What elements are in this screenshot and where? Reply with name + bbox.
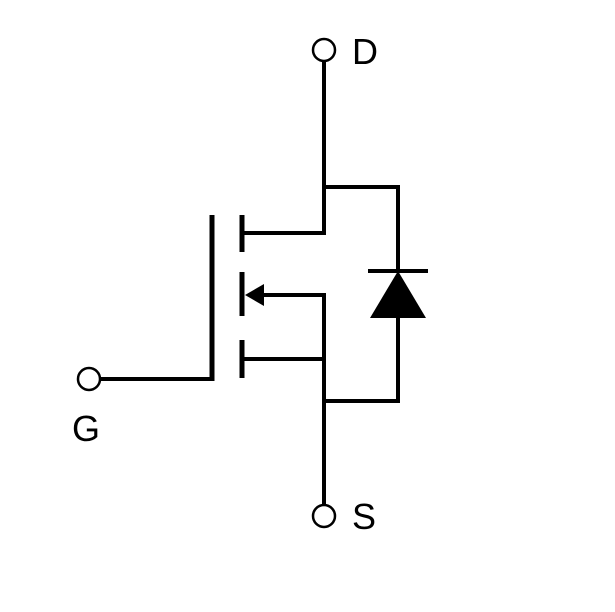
- gate-label: G: [72, 408, 100, 449]
- source-label: S: [352, 496, 376, 537]
- gate-terminal[interactable]: [76, 366, 102, 392]
- source-terminal[interactable]: [311, 503, 337, 529]
- drain-label: D: [352, 31, 378, 72]
- diode-triangle: [370, 271, 426, 318]
- drain-terminal[interactable]: [311, 37, 337, 63]
- body-arrow: [245, 284, 264, 306]
